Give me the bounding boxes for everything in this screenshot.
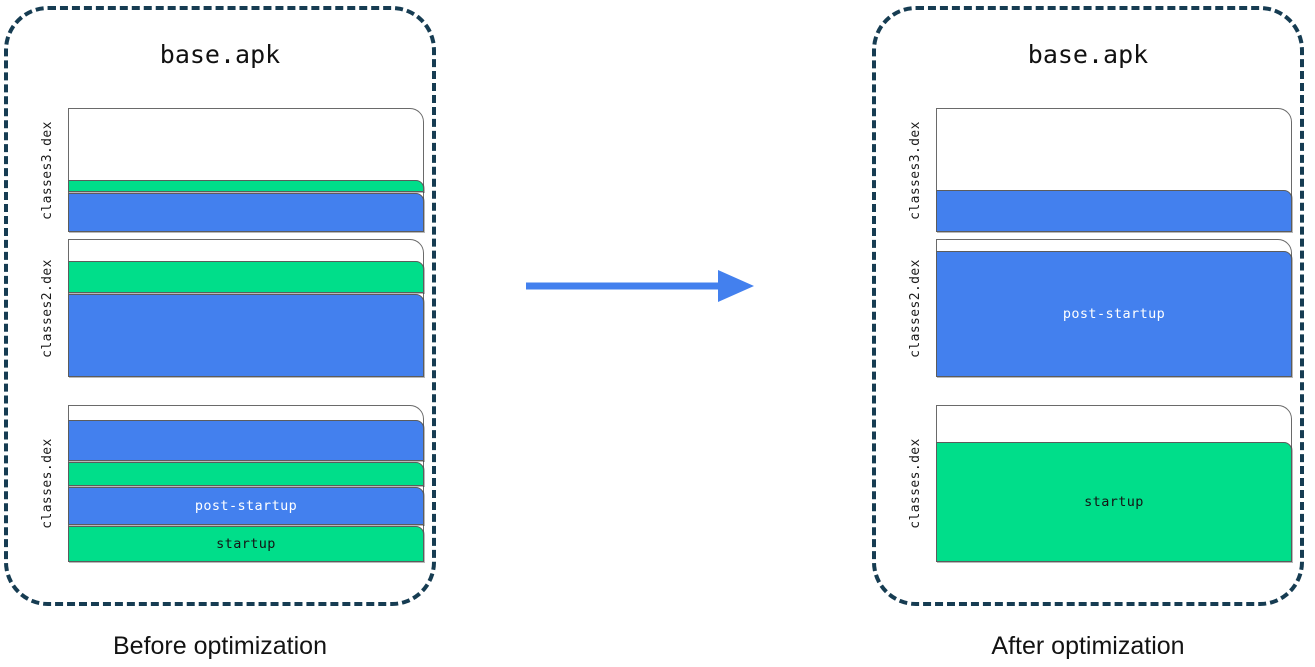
dex-segments-before-classes: post-startup startup [68,420,424,562]
dex-segments-before-classes2 [68,261,424,377]
dex-group-before-classes: classes.dex post-startup startup [36,405,424,562]
dex-group-after-classes: classes.dex startup [904,405,1292,562]
segment-startup [68,261,424,293]
dex-group-before-classes3: classes3.dex [36,108,424,232]
dex-group-after-classes3: classes3.dex [904,108,1292,232]
dex-label-text: classes3.dex [907,120,923,220]
segment-startup [68,180,424,192]
dex-segments-after-classes2: post-startup [936,251,1292,377]
dex-label-after-classes2: classes2.dex [904,239,926,377]
after-optimization-panel: base.apk classes3.dex classes2.dex post-… [872,6,1304,606]
dex-segments-before-classes3 [68,180,424,232]
dex-label-text: classes.dex [907,438,923,529]
segment-post-startup-labeled: post-startup [68,487,424,525]
dex-label-text: classes2.dex [907,258,923,358]
segment-startup [68,462,424,486]
segment-post-startup [68,193,424,232]
dex-label-after-classes3: classes3.dex [904,108,926,232]
segment-startup-labeled: startup [936,442,1292,562]
segment-post-startup-labeled: post-startup [936,251,1292,377]
dex-group-after-classes2: classes2.dex post-startup [904,239,1292,377]
dex-label-before-classes2: classes2.dex [36,239,58,377]
dex-label-before-classes: classes.dex [36,405,58,562]
dex-segments-after-classes3 [936,190,1292,232]
apk-title-after: base.apk [1027,40,1149,69]
caption-before: Before optimization [112,632,327,660]
segment-startup-labeled: startup [68,526,424,562]
segment-post-startup [936,190,1292,232]
dex-label-text: classes2.dex [39,258,55,358]
dex-label-text: classes3.dex [39,120,55,220]
transformation-arrow [520,262,760,310]
dex-group-before-classes2: classes2.dex [36,239,424,377]
segment-post-startup [68,294,424,377]
dex-label-after-classes: classes.dex [904,405,926,562]
segment-post-startup [68,420,424,461]
caption-after: After optimization [991,632,1185,660]
arrow-right-icon [526,270,754,302]
dex-label-text: classes.dex [39,438,55,529]
before-optimization-panel: base.apk classes3.dex classes2.dex [4,6,436,606]
apk-title-before: base.apk [159,40,281,69]
dex-segments-after-classes: startup [936,442,1292,562]
dex-label-before-classes3: classes3.dex [36,108,58,232]
